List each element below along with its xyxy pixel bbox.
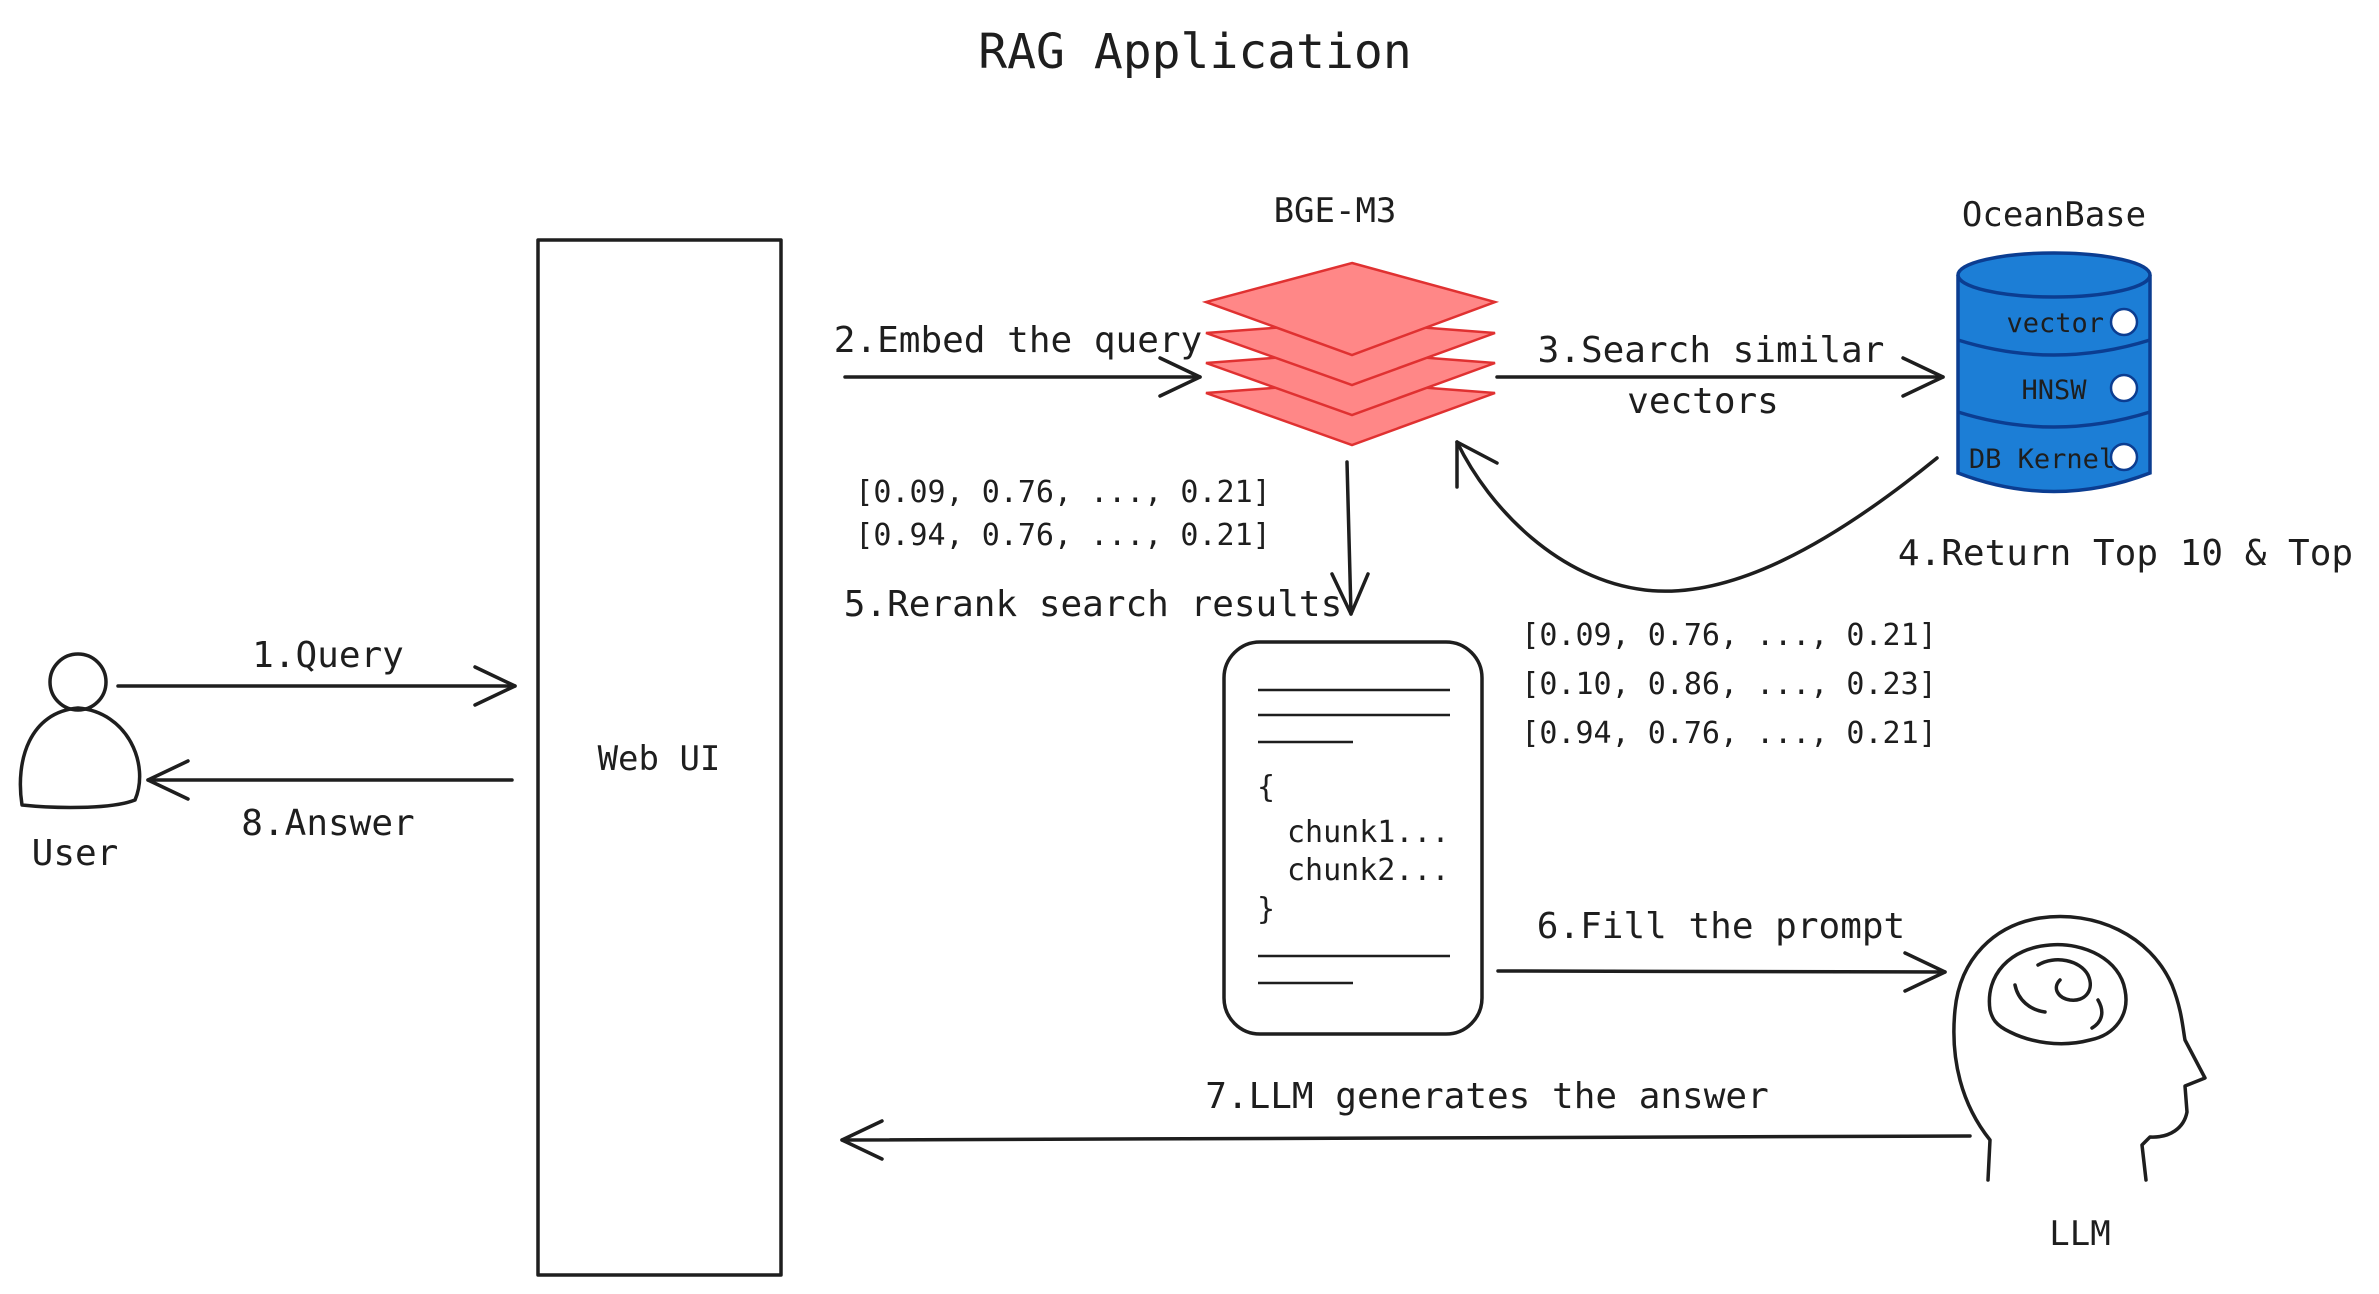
user-body — [18, 706, 142, 810]
rerank-arrow — [1330, 460, 1370, 616]
web-ui-box: Web UI — [536, 238, 783, 1277]
generate-answer-arrow — [840, 1119, 1972, 1161]
step5-label: 5.Rerank search results — [844, 584, 1343, 625]
prompt-chunk-2: chunk2... — [1287, 853, 1450, 888]
return-arrow — [1455, 440, 1939, 593]
prompt-close-brace: } — [1257, 892, 1275, 927]
step6-label: 6.Fill the prompt — [1537, 906, 1905, 947]
step1-label: 1.Query — [252, 635, 404, 676]
step3-label-line1: 3.Search similar — [1538, 330, 1885, 371]
user-head — [48, 652, 108, 712]
embed-arrow — [843, 356, 1202, 398]
fill-prompt-arrow — [1496, 951, 1947, 993]
result-vector-1: [0.09, 0.76, ..., 0.21] — [1521, 618, 1936, 653]
bge-m3-layers-icon — [1201, 261, 1500, 447]
user-actor: User — [18, 652, 142, 874]
query-arrow — [116, 665, 517, 707]
step3-label-line2: vectors — [1627, 381, 1779, 422]
step8-label: 8.Answer — [241, 803, 414, 844]
oceanbase-label: OceanBase — [1962, 195, 2146, 235]
user-label: User — [32, 833, 119, 874]
query-vector-2: [0.94, 0.76, ..., 0.21] — [855, 518, 1270, 553]
prompt-chunk-1: chunk1... — [1287, 815, 1450, 850]
web-ui-frame — [536, 238, 783, 1277]
bge-m3-label: BGE-M3 — [1274, 191, 1397, 231]
result-vector-3: [0.94, 0.76, ..., 0.21] — [1521, 716, 1936, 751]
oceanbase-database-icon — [1956, 251, 2152, 494]
answer-arrow — [146, 759, 514, 801]
step2-label: 2.Embed the query — [834, 320, 1202, 361]
query-vector-1: [0.09, 0.76, ..., 0.21] — [855, 475, 1270, 510]
search-arrow — [1495, 356, 1945, 398]
diagram-title: RAG Application — [978, 24, 1411, 80]
db-layer-hnsw: HNSW — [2021, 375, 2087, 406]
result-vector-2: [0.10, 0.86, ..., 0.23] — [1521, 667, 1936, 702]
step4-label: 4.Return Top 10 & Top 10 — [1898, 533, 2379, 574]
prompt-document-frame — [1222, 640, 1484, 1036]
llm-head-icon — [1952, 914, 2207, 1182]
db-layer-vector: vector — [2006, 308, 2104, 339]
step7-label: 7.LLM generates the answer — [1205, 1076, 1769, 1117]
web-ui-label: Web UI — [598, 739, 721, 779]
prompt-open-brace: { — [1257, 770, 1275, 805]
prompt-document — [1222, 640, 1484, 1036]
llm-label: LLM — [2049, 1214, 2110, 1254]
db-layer-kernel: DB Kernel — [1969, 444, 2115, 475]
